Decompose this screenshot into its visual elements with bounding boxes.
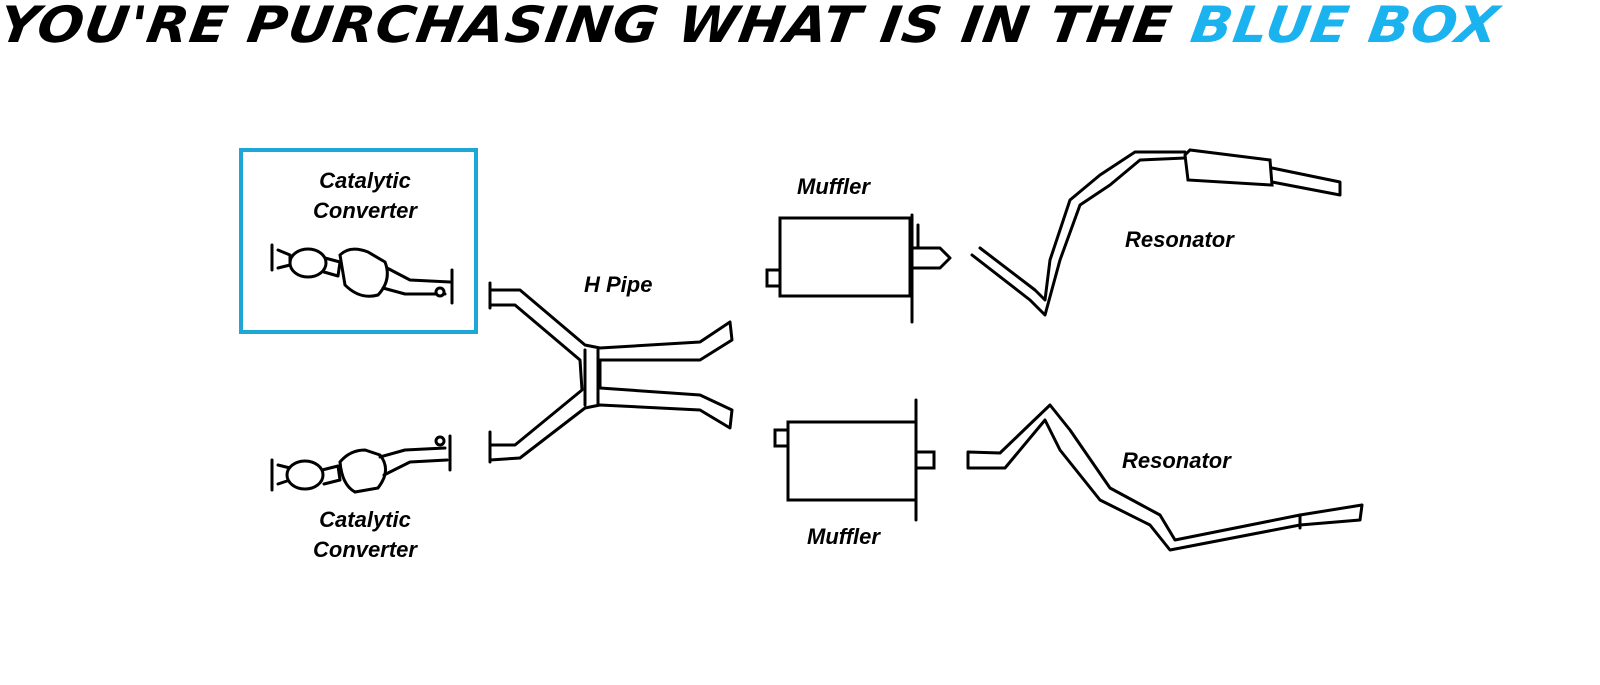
label-line: Converter [313,537,417,562]
label-muffler-top: Muffler [797,174,870,199]
catalytic-converter-bottom [270,434,452,494]
label-muffler-bottom: Muffler [807,524,880,549]
muffler-bottom [773,398,936,522]
label-h-pipe: H Pipe [584,272,653,297]
selection-blue-box [239,148,478,334]
resonator-pipe-top [970,148,1342,317]
catalytic-converter-top [270,243,454,305]
label-line: Catalytic [319,507,411,532]
muffler-top [765,213,952,324]
label-catalytic-converter-top: Catalytic Converter [300,166,430,226]
label-resonator-bottom: Resonator [1122,448,1231,473]
label-line: Catalytic [319,168,411,193]
label-resonator-top: Resonator [1125,227,1234,252]
resonator-pipe-bottom [966,403,1364,552]
label-line: Converter [313,198,417,223]
h-pipe [488,281,734,464]
label-catalytic-converter-bottom: Catalytic Converter [295,505,435,565]
